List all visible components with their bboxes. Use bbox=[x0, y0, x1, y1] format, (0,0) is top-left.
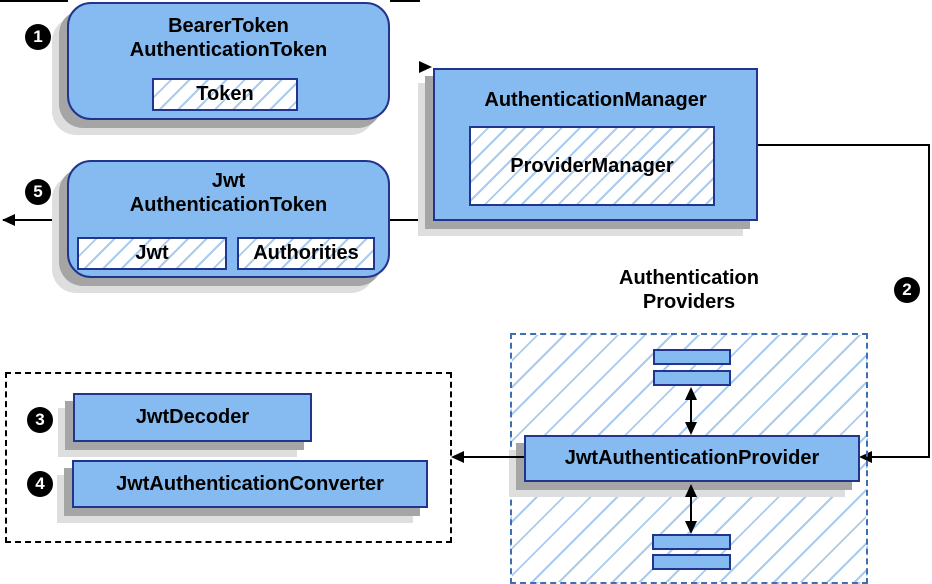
arrowhead-up-icon bbox=[685, 387, 697, 400]
jwt-decoder-node: JwtDecoder bbox=[73, 393, 312, 442]
bearer-token-title-line1: BearerToken bbox=[168, 15, 289, 37]
step-4-badge: 4 bbox=[27, 471, 53, 497]
manager-to-provider-line-vertical bbox=[928, 144, 930, 458]
manager-to-provider-line-bottom bbox=[871, 456, 930, 458]
arrowhead-right-icon bbox=[419, 61, 432, 73]
provider-to-helpers-line bbox=[463, 456, 524, 458]
double-arrow-top-line bbox=[690, 395, 692, 425]
authorities-chip-label: Authorities bbox=[253, 242, 359, 264]
arrowhead-left-icon bbox=[451, 451, 464, 463]
provider-manager-label: ProviderManager bbox=[510, 154, 674, 177]
provider-slot-bar bbox=[652, 534, 731, 550]
token-chip: Token bbox=[152, 78, 298, 111]
arrowhead-left-icon bbox=[2, 214, 15, 226]
arrowhead-up-icon bbox=[685, 484, 697, 497]
step-3-badge: 3 bbox=[27, 407, 53, 433]
bearer-to-manager-line bbox=[390, 0, 420, 2]
arrowhead-down-icon bbox=[685, 422, 697, 435]
providers-title-line2: Providers bbox=[642, 291, 736, 313]
double-arrow-bottom-line bbox=[690, 490, 692, 527]
jwt-authentication-provider-label: JwtAuthenticationProvider bbox=[564, 447, 820, 469]
provider-slot-bar bbox=[653, 370, 731, 386]
arrowhead-down-icon bbox=[685, 521, 697, 534]
request-in-line bbox=[0, 0, 68, 2]
bearer-token-title-line2: AuthenticationToken bbox=[129, 39, 328, 61]
provider-slot-bar bbox=[653, 349, 731, 365]
providers-group-title: Authentication Providers bbox=[510, 266, 868, 314]
token-chip-label: Token bbox=[196, 83, 254, 105]
jwt-decoder-label: JwtDecoder bbox=[135, 406, 250, 428]
step-2-badge: 2 bbox=[894, 277, 920, 303]
jwt-authentication-converter-node: JwtAuthenticationConverter bbox=[72, 460, 428, 508]
jwt-chip-label: Jwt bbox=[135, 242, 169, 264]
step-1-badge: 1 bbox=[25, 24, 51, 50]
jwt-chip: Jwt bbox=[77, 237, 227, 270]
provider-slot-bar bbox=[652, 554, 731, 570]
provider-manager-chip: ProviderManager bbox=[469, 126, 715, 206]
manager-to-provider-line-top bbox=[758, 144, 930, 146]
helpers-dashed-box bbox=[5, 372, 452, 543]
step-5-badge: 5 bbox=[25, 179, 51, 205]
jwt-authentication-provider-node: JwtAuthenticationProvider bbox=[524, 435, 860, 482]
jwt-token-title-line2: AuthenticationToken bbox=[129, 194, 328, 216]
jwt-authentication-converter-label: JwtAuthenticationConverter bbox=[116, 472, 384, 495]
jwt-token-title-line1: Jwt bbox=[211, 170, 246, 192]
authentication-manager-title: AuthenticationManager bbox=[484, 89, 707, 111]
providers-title-line1: Authentication bbox=[619, 267, 759, 289]
authorities-chip: Authorities bbox=[237, 237, 375, 270]
